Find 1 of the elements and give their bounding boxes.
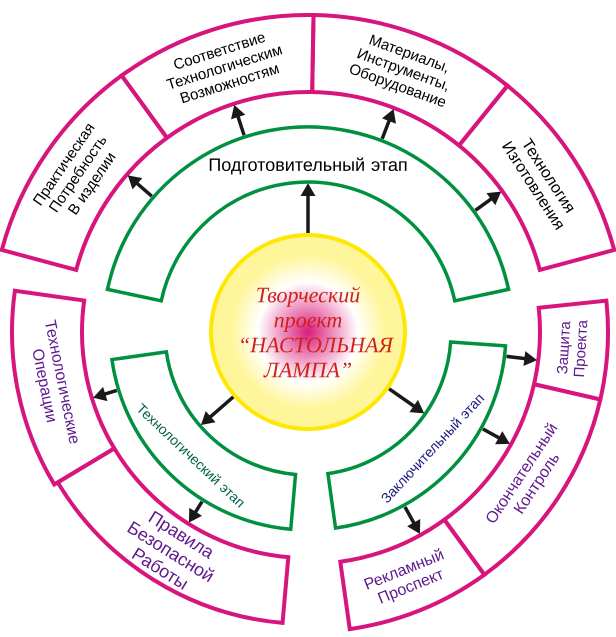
segment-box: Защита Проекта xyxy=(532,298,610,402)
